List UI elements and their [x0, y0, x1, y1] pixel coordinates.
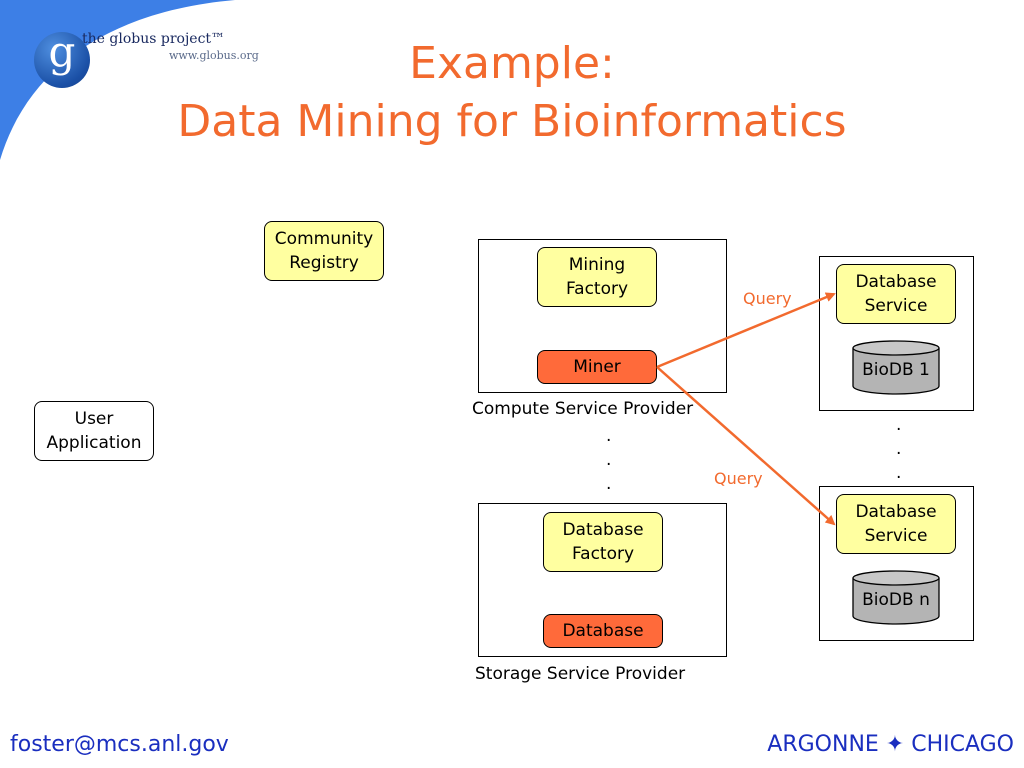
ellipsis-dot: . — [606, 450, 612, 470]
ellipsis-dot: . — [606, 474, 612, 494]
ellipsis-dot: . — [896, 463, 902, 483]
compute-provider-caption: Compute Service Provider — [472, 399, 694, 419]
database-factory-node: Database Factory — [543, 512, 663, 572]
query-arrow-1 — [656, 292, 836, 369]
globus-logo: g the globus project™ www.globus.org — [32, 27, 272, 90]
mining-factory-node: Mining Factory — [537, 247, 657, 307]
storage-provider-caption: Storage Service Provider — [475, 664, 686, 684]
ellipsis-dot: . — [606, 426, 612, 446]
cylinder-shape — [852, 340, 940, 395]
query-label-n: Query — [714, 469, 763, 488]
database-service-n-node: Database Service — [836, 494, 956, 554]
biodb-n-cylinder: BioDB n — [852, 570, 940, 626]
biodb-1-cylinder: BioDB 1 — [852, 340, 940, 396]
footer-email: foster@mcs.anl.gov — [10, 732, 229, 757]
query-label-1: Query — [743, 289, 792, 308]
slide-title-line2: Data Mining for Bioinformatics — [177, 96, 847, 147]
ellipsis-dot: . — [896, 415, 902, 435]
miner-node: Miner — [537, 350, 657, 384]
cylinder-shape — [852, 570, 940, 625]
database-node: Database — [543, 614, 663, 648]
biodb-n-label: BioDB n — [862, 590, 930, 610]
globus-logo-url: www.globus.org — [169, 49, 259, 62]
ellipsis-dot: . — [896, 439, 902, 459]
community-registry-node: Community Registry — [264, 221, 384, 281]
footer-affiliation: ARGONNE ✦ CHICAGO — [767, 732, 1014, 757]
globus-logo-name: the globus project™ — [82, 31, 226, 47]
globus-logo-glyph: g — [48, 27, 76, 76]
globus-logo-circle — [34, 32, 90, 88]
slide-title-line1: Example: — [409, 38, 615, 89]
biodb-1-label: BioDB 1 — [862, 360, 930, 380]
user-application-node: User Application — [34, 401, 154, 461]
query-arrow-n — [656, 366, 836, 526]
database-service-1-node: Database Service — [836, 264, 956, 324]
